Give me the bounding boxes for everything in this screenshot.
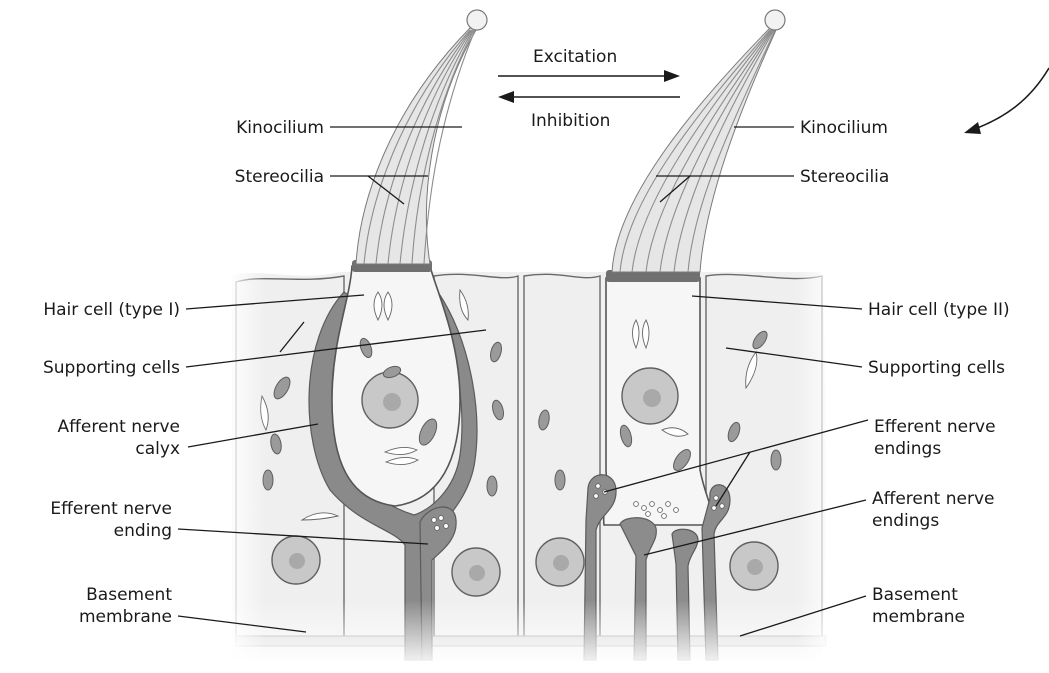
label-afferent-endings-2: endings — [872, 511, 939, 531]
inhibition-arrow — [498, 91, 680, 103]
label-efferent-ending-2: ending — [114, 521, 172, 541]
hair-bundle-type-1 — [356, 10, 487, 264]
label-afferent-calyx-1: Afferent nerve — [58, 417, 180, 437]
label-excitation: Excitation — [533, 47, 617, 67]
label-basement-left-1: Basement — [86, 585, 172, 605]
kinocilium-bulb-type-2 — [765, 10, 785, 30]
label-hair-cell-type-1: Hair cell (type I) — [43, 300, 180, 320]
label-basement-right-1: Basement — [872, 585, 958, 605]
label-supporting-cells-right: Supporting cells — [868, 358, 1005, 378]
label-efferent-ending-1: Efferent nerve — [50, 499, 172, 519]
label-basement-right-2: membrane — [872, 607, 965, 627]
label-hair-cell-type-2: Hair cell (type II) — [868, 300, 1010, 320]
label-kinocilium-right: Kinocilium — [800, 118, 888, 138]
label-stereocilia-left: Stereocilia — [235, 167, 324, 187]
label-kinocilium-left: Kinocilium — [236, 118, 324, 138]
label-afferent-calyx-2: calyx — [135, 439, 180, 459]
kinocilium-bulb-type-1 — [467, 10, 487, 30]
label-supporting-cells-left: Supporting cells — [43, 358, 180, 378]
label-afferent-endings-1: Afferent nerve — [872, 489, 994, 509]
label-stereocilia-right: Stereocilia — [800, 167, 889, 187]
curved-arrow — [964, 68, 1049, 134]
hair-bundle-type-2 — [612, 10, 785, 272]
label-inhibition: Inhibition — [531, 111, 610, 131]
excitation-arrow — [498, 70, 680, 82]
label-efferent-endings-2: endings — [874, 439, 941, 459]
label-basement-left-2: membrane — [79, 607, 172, 627]
tissue-epithelium — [226, 260, 836, 669]
label-efferent-endings-1: Efferent nerve — [874, 417, 996, 437]
